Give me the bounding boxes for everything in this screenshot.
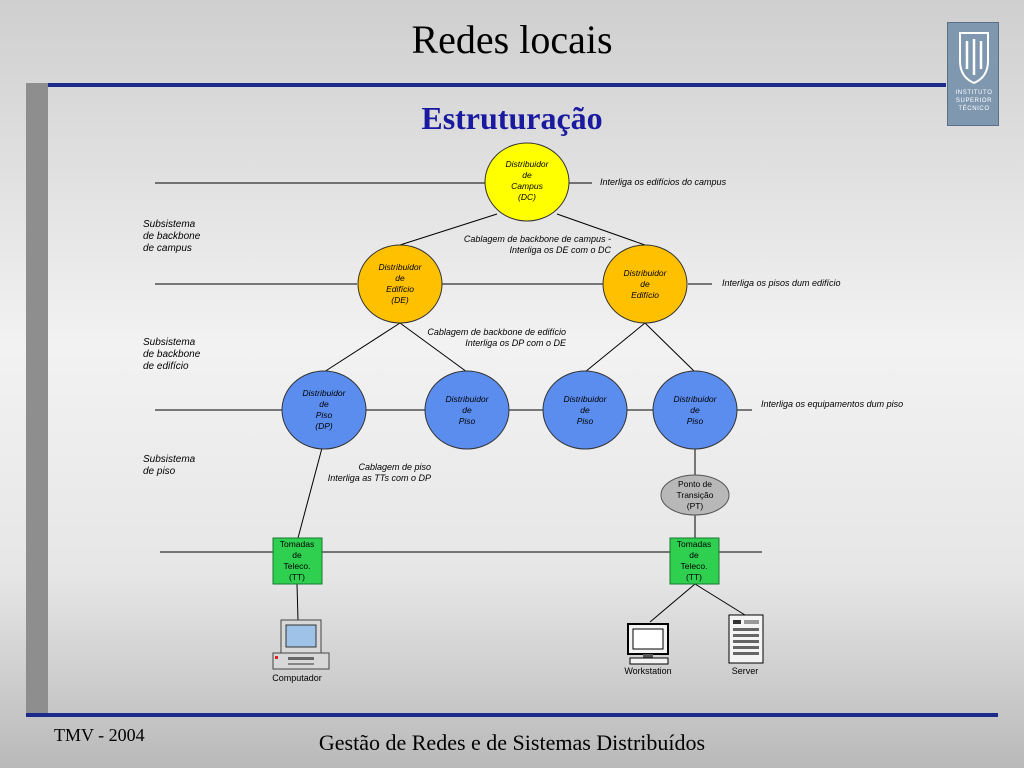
logo-text-line: SUPERIOR [955, 98, 993, 104]
computer-label: Computador [272, 673, 322, 683]
dp-label-line: Piso [687, 416, 704, 426]
dp-label-line: Distribuidor [303, 388, 347, 398]
pt-label-line: (PT) [687, 501, 704, 511]
computer-icon [272, 619, 330, 670]
dp-label-line: Piso [577, 416, 594, 426]
workstation-icon [627, 623, 669, 665]
dc-label-line: de [522, 170, 532, 180]
floor-distributor-node [424, 370, 510, 450]
subsystem-campus-line: de campus [143, 243, 192, 254]
subsystem-campus-line: de backbone [143, 231, 201, 242]
dp-label-line: Distribuidor [674, 394, 718, 404]
dc-de-link [556, 213, 646, 246]
logo-text-line: INSTITUTO [955, 90, 993, 96]
de-dp-link [399, 322, 468, 373]
dp-tt-link [297, 447, 323, 539]
server-icon [728, 614, 764, 664]
dp-label-line: Piso [316, 410, 333, 420]
top-divider [26, 83, 946, 87]
subsystem-floor-line: Subsistema [143, 454, 196, 465]
floor-distributor-node [542, 370, 628, 450]
tt-computer-link [296, 583, 299, 621]
de-label-line: Distribuidor [379, 262, 423, 272]
logo-text-line: TÉCNICO [958, 106, 990, 112]
dp-label-line: Piso [459, 416, 476, 426]
footer-course-title: Gestão de Redes e de Sistemas Distribuíd… [318, 730, 706, 755]
de-label-line: Edifício [386, 284, 414, 294]
tt-workstation-link [649, 583, 696, 623]
de-label-line: (DE) [391, 295, 409, 305]
subsystem-building-line: de edifício [143, 361, 189, 372]
ist-logo: INSTITUTO SUPERIOR TÉCNICO [947, 22, 999, 126]
de-label-line: de [640, 279, 650, 289]
building-cabling-annotation: Interliga os DP com o DE [465, 338, 567, 348]
de-label-line: Edifício [631, 290, 659, 300]
bottom-divider [26, 713, 998, 717]
dp-label-line: de [690, 405, 700, 415]
dc-label-line: Campus [511, 181, 543, 191]
workstation-label: Workstation [624, 666, 671, 676]
dc-de-link [399, 213, 498, 246]
de-label-line: de [395, 273, 405, 283]
campus-distributor-node [484, 142, 570, 222]
slide-title: Redes locais [411, 17, 613, 62]
tt-server-link [694, 583, 746, 616]
dp-label-line: (DP) [315, 421, 333, 431]
tt-label-line: Teleco. [681, 561, 708, 571]
telecom-outlet-node [272, 537, 323, 585]
floor-distributor-node [652, 370, 738, 450]
campus-cabling-annotation: Interliga os DE com o DC [509, 245, 611, 255]
tt-label-line: (TT) [289, 572, 305, 582]
pt-label-line: Transição [676, 490, 713, 500]
dp-label-line: Distribuidor [446, 394, 490, 404]
server-label: Server [732, 666, 759, 676]
dc-label-line: Distribuidor [506, 159, 550, 169]
pt-label-line: Ponto de [678, 479, 712, 489]
dp-label-line: de [580, 405, 590, 415]
footer-author-date: TMV - 2004 [54, 725, 145, 745]
dc-label-line: (DC) [518, 192, 536, 202]
campus-level-annotation: Interliga os edifícios do campus [600, 177, 727, 187]
building-level-annotation: Interliga os pisos dum edifício [722, 278, 841, 288]
floor-level-annotation: Interliga os equipamentos dum piso [761, 399, 903, 409]
tt-label-line: de [689, 550, 699, 560]
transition-point-node [660, 474, 730, 516]
slide-subtitle: Estruturação [421, 100, 603, 136]
ist-shield-icon [959, 32, 989, 85]
building-distributor-node [357, 244, 443, 324]
subsystem-campus-line: Subsistema [143, 219, 196, 230]
subsystem-floor-line: de piso [143, 466, 176, 477]
de-dp-link [644, 322, 696, 373]
tt-label-line: de [292, 550, 302, 560]
subsystem-building-line: Subsistema [143, 337, 196, 348]
telecom-outlet-node [669, 537, 720, 585]
campus-cabling-annotation: Cablagem de backbone de campus - [464, 234, 611, 244]
tt-label-line: Tomadas [677, 539, 712, 549]
floor-cabling-annotation: Cablagem de piso [358, 462, 431, 472]
de-dp-link [584, 322, 646, 373]
dp-label-line: de [319, 399, 329, 409]
dp-label-line: Distribuidor [564, 394, 608, 404]
de-dp-link [323, 322, 401, 373]
floor-distributor-node [281, 370, 367, 450]
tt-label-line: Teleco. [284, 561, 311, 571]
subsystem-building-line: de backbone [143, 349, 201, 360]
building-cabling-annotation: Cablagem de backbone de edifício [427, 327, 566, 337]
dp-label-line: de [462, 405, 472, 415]
tt-label-line: (TT) [686, 572, 702, 582]
tt-label-line: Tomadas [280, 539, 315, 549]
floor-cabling-annotation: Interliga as TTs com o DP [328, 473, 431, 483]
building-distributor-node [602, 244, 688, 324]
de-label-line: Distribuidor [624, 268, 668, 278]
left-accent-bar [26, 83, 48, 713]
